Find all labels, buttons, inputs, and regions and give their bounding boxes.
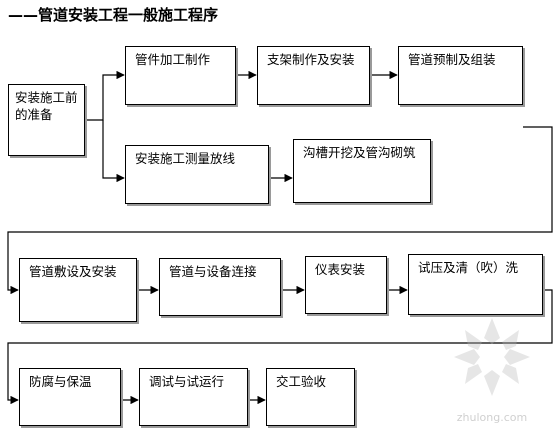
watermark: zhulong.com (432, 310, 552, 424)
step-laying: 管道敷设及安装 (19, 258, 137, 322)
step-acceptance: 交工验收 (266, 368, 355, 426)
step-prefab: 管道预制及组装 (398, 46, 523, 105)
arrow-prep-to-fittings (85, 70, 125, 121)
step-trench: 沟槽开挖及管沟砌筑 (293, 139, 431, 203)
step-connect: 管道与设备连接 (159, 258, 281, 316)
arrow-prep-to-survey (102, 120, 125, 183)
watermark-logo-icon (454, 318, 530, 396)
step-instrument: 仪表安装 (305, 256, 387, 314)
step-fittings: 管件加工制作 (125, 46, 236, 105)
page-title: ——管道安装工程一般施工程序 (8, 6, 219, 24)
step-commissioning: 调试与试运行 (139, 368, 248, 426)
step-anticorrosion: 防腐与保温 (19, 368, 121, 426)
watermark-text: zhulong.com (456, 411, 528, 424)
step-pressure: 试压及清（吹）洗 (408, 254, 543, 315)
step-support: 支架制作及安装 (257, 46, 370, 105)
step-survey: 安装施工测量放线 (125, 145, 269, 204)
step-prep: 安装施工前的准备 (8, 84, 85, 156)
